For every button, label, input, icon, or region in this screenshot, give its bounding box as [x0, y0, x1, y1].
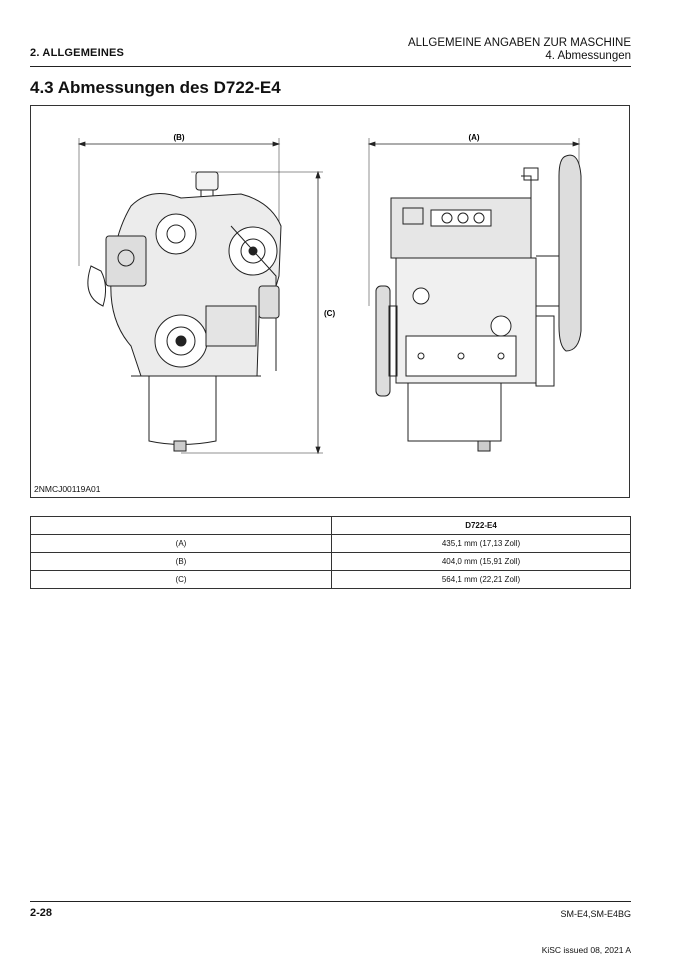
page-title: 4.3 Abmessungen des D722-E4	[30, 78, 281, 97]
dim-c-label: (C)	[324, 309, 335, 318]
dim-c-arrow-bottom	[315, 446, 321, 455]
row-value-b: 404,0 mm (15,91 Zoll)	[331, 552, 631, 571]
figure-id: 2NMCJ00119A01	[34, 484, 101, 494]
header-right: ALLGEMEINE ANGABEN ZUR MASCHINE 4. Abmes…	[408, 37, 631, 63]
front-view-engine	[87, 171, 282, 452]
row-value-a: 435,1 mm (17,13 Zoll)	[331, 534, 631, 553]
dim-b-arrow-right	[272, 141, 281, 147]
page-number: 2-28	[30, 907, 53, 919]
dim-c-arrow-top	[315, 170, 321, 179]
dim-b-label: (B)	[173, 133, 184, 142]
dim-a-arrow-right	[572, 141, 581, 147]
row-label-a: (A)	[30, 534, 332, 553]
table-header-row: D722-E4	[30, 516, 631, 535]
issued-note: KiSC issued 08, 2021 A	[541, 945, 631, 955]
manual-code: SM-E4,SM-E4BG	[560, 909, 631, 919]
engine-dimension-figure: (B) (C) (A) 2NMCJ00119A01	[30, 105, 630, 498]
row-label-b: (B)	[30, 552, 332, 571]
dimension-table: D722-E4 (A) 435,1 mm (17,13 Zoll) (B) 40…	[30, 516, 631, 589]
chapter-title: ALLGEMEINE ANGABEN ZUR MASCHINE	[407, 37, 631, 49]
footer-rule	[30, 901, 631, 902]
table-row: (B) 404,0 mm (15,91 Zoll)	[30, 552, 631, 571]
table-header-model: D722-E4	[331, 516, 631, 535]
engine-drawing: (B) (C) (A)	[77, 133, 582, 455]
dim-a-arrow-left	[367, 141, 376, 147]
header-rule	[30, 66, 631, 67]
table-header-empty	[30, 516, 332, 535]
dim-a-label: (A)	[468, 133, 479, 142]
row-label-c: (C)	[30, 570, 332, 589]
side-view-engine	[375, 154, 582, 452]
chapter-subtitle: 4. Abmessungen	[545, 50, 631, 62]
dim-b-arrow-left	[77, 141, 86, 147]
table-row: (C) 564,1 mm (22,21 Zoll)	[30, 570, 631, 589]
row-value-c: 564,1 mm (22,21 Zoll)	[331, 570, 631, 589]
section-label: 2. ALLGEMEINES	[30, 47, 125, 59]
table-row: (A) 435,1 mm (17,13 Zoll)	[30, 534, 631, 553]
